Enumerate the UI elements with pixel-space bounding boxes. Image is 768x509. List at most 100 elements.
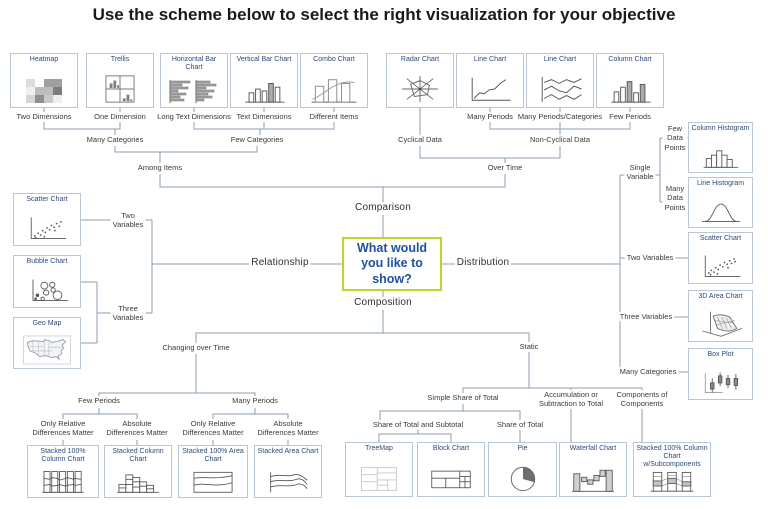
center-question-box: What would you like to show? bbox=[342, 237, 442, 291]
label-simple-share: Simple Share of Total bbox=[425, 393, 501, 403]
label-absolute-1: Absolute Differences Matter bbox=[104, 419, 170, 438]
box-title: Line Histogram bbox=[696, 180, 745, 187]
chart-box-block: Block Chart bbox=[417, 442, 485, 497]
label-many-periods: Many Periods bbox=[465, 112, 515, 122]
pie-chart-icon bbox=[510, 466, 535, 492]
box-title: Trellis bbox=[110, 56, 130, 63]
radar-chart-icon bbox=[402, 75, 438, 103]
label-many-data-points: Many Data Points bbox=[662, 184, 688, 213]
label-absolute-2: Absolute Differences Matter bbox=[255, 419, 321, 438]
label-static: Static bbox=[517, 342, 541, 352]
chart-box-vertical-bar: Vertical Bar Chart bbox=[230, 53, 298, 108]
box-title: Heatmap bbox=[29, 56, 59, 63]
label-many-categories: Many Categories bbox=[84, 135, 146, 145]
label-two-variables-left: Two Variables bbox=[110, 211, 146, 230]
label-many-categories-right: Many Categories bbox=[617, 367, 679, 377]
bubble-chart-icon bbox=[32, 279, 68, 301]
label-few-categories: Few Categories bbox=[228, 135, 286, 145]
box-title: Stacked Column Chart bbox=[112, 448, 164, 464]
connector-top-right bbox=[419, 108, 631, 163]
box-title: Waterfall Chart bbox=[569, 445, 617, 452]
label-long-text-dimensions: Long Text Dimensions bbox=[155, 112, 233, 122]
box-title: Line Chart bbox=[543, 56, 577, 63]
chart-box-stacked-100-area: Stacked 100% Area Chart bbox=[178, 445, 248, 498]
label-one-dimension: One Dimension bbox=[92, 112, 148, 122]
multi-line-chart-icon bbox=[541, 76, 582, 103]
label-over-time: Over Time bbox=[485, 163, 525, 173]
label-share-total-subtotal: Share of Total and Subtotal bbox=[370, 420, 466, 430]
box-title: Line Chart bbox=[473, 56, 507, 63]
label-only-relative-2: Only Relative Differences Matter bbox=[180, 419, 246, 438]
label-two-dimensions: Two Dimensions bbox=[14, 112, 74, 122]
label-different-items: Different Items bbox=[307, 112, 361, 122]
box-title: Stacked 100% Column Chart w/Subcomponent… bbox=[636, 445, 708, 469]
chart-box-stacked-100-column: Stacked 100% Column Chart bbox=[27, 445, 99, 498]
column-histogram-icon bbox=[703, 150, 738, 168]
label-cyclical-data: Cyclical Data bbox=[396, 135, 444, 145]
column-chart-icon bbox=[611, 81, 651, 103]
chart-box-pie: Pie bbox=[488, 442, 557, 497]
chart-box-radar: Radar Chart bbox=[386, 53, 454, 108]
stacked-100-column-chart-icon bbox=[42, 471, 84, 493]
label-many-periods-bottom: Many Periods bbox=[230, 396, 280, 406]
box-title: Combo Chart bbox=[313, 56, 355, 63]
chart-box-stacked-column: Stacked Column Chart bbox=[104, 445, 172, 498]
label-distribution: Distribution bbox=[454, 257, 512, 270]
label-accumulation: Accumulation or Subtraction to Total bbox=[536, 390, 606, 409]
box-title: Vertical Bar Chart bbox=[236, 56, 292, 63]
box-title: Stacked 100% Column Chart bbox=[40, 448, 86, 464]
label-two-variables-right: Two Variables bbox=[624, 253, 676, 263]
chart-box-bubble: Bubble Chart bbox=[13, 255, 81, 308]
scatter-chart-icon bbox=[30, 217, 67, 239]
label-non-cyclical-data: Non-Cyclical Data bbox=[527, 135, 593, 145]
label-share-of-total: Share of Total bbox=[494, 420, 546, 430]
label-single-variable: Single Variable bbox=[624, 163, 656, 182]
scatter-chart-icon bbox=[704, 255, 740, 277]
line-chart-icon bbox=[471, 77, 511, 101]
chart-box-heatmap: Heatmap bbox=[10, 53, 78, 108]
treemap-icon bbox=[361, 467, 397, 491]
label-relationship: Relationship bbox=[249, 257, 311, 270]
chart-box-column: Column Chart bbox=[596, 53, 664, 108]
label-text-dimensions: Text Dimensions bbox=[234, 112, 294, 122]
page-title: Use the scheme below to select the right… bbox=[92, 5, 676, 24]
label-changing-over-time: Changing over Time bbox=[160, 343, 232, 353]
chart-box-stacked-100-sub: Stacked 100% Column Chart w/Subcomponent… bbox=[633, 442, 711, 497]
label-components: Components of Components bbox=[614, 390, 670, 409]
connector-left bbox=[81, 219, 342, 344]
box-title: Stacked Area Chart bbox=[257, 448, 319, 455]
chart-box-scatter-left: Scatter Chart bbox=[13, 193, 81, 246]
label-three-variables-right: Three Variables bbox=[617, 312, 675, 322]
box-title: Scatter Chart bbox=[26, 196, 68, 203]
box-title: Horizontal Bar Chart bbox=[171, 56, 217, 72]
box-title: Geo Map bbox=[32, 320, 62, 327]
line-histogram-icon bbox=[701, 203, 740, 222]
chart-box-line-single: Line Chart bbox=[456, 53, 524, 108]
label-three-variables-left: Three Variables bbox=[110, 304, 146, 323]
block-chart-icon bbox=[431, 470, 471, 489]
stacked-column-chart-icon bbox=[117, 474, 159, 493]
chart-box-trellis: Trellis bbox=[86, 53, 154, 108]
box-plot-icon bbox=[704, 372, 738, 393]
chart-box-line-histogram: Line Histogram bbox=[688, 177, 753, 228]
box-title: Column Histogram bbox=[691, 125, 750, 132]
box-title: Block Chart bbox=[432, 445, 470, 452]
box-title: Column Chart bbox=[608, 56, 652, 63]
label-composition: Composition bbox=[352, 297, 414, 310]
stacked-area-chart-icon bbox=[270, 472, 308, 493]
chart-box-treemap: TreeMap bbox=[345, 442, 413, 497]
chart-box-box-plot: Box Plot bbox=[688, 348, 753, 400]
chart-box-column-histogram: Column Histogram bbox=[688, 122, 753, 173]
label-only-relative-1: Only Relative Differences Matter bbox=[30, 419, 96, 438]
chart-box-line-multi: Line Chart bbox=[526, 53, 594, 108]
box-title: Scatter Chart bbox=[699, 235, 742, 242]
label-many-periods-categories: Many Periods/Categories bbox=[515, 112, 605, 122]
vertical-bar-chart-icon bbox=[245, 83, 285, 103]
chart-box-horizontal-bar: Horizontal Bar Chart bbox=[160, 53, 228, 108]
stacked-100-column-subcomponents-icon bbox=[650, 472, 694, 492]
label-few-periods: Few Periods bbox=[607, 112, 653, 122]
box-title: Stacked 100% Area Chart bbox=[182, 448, 244, 464]
label-few-data-points: Few Data Points bbox=[662, 124, 688, 153]
waterfall-chart-icon bbox=[572, 469, 614, 492]
